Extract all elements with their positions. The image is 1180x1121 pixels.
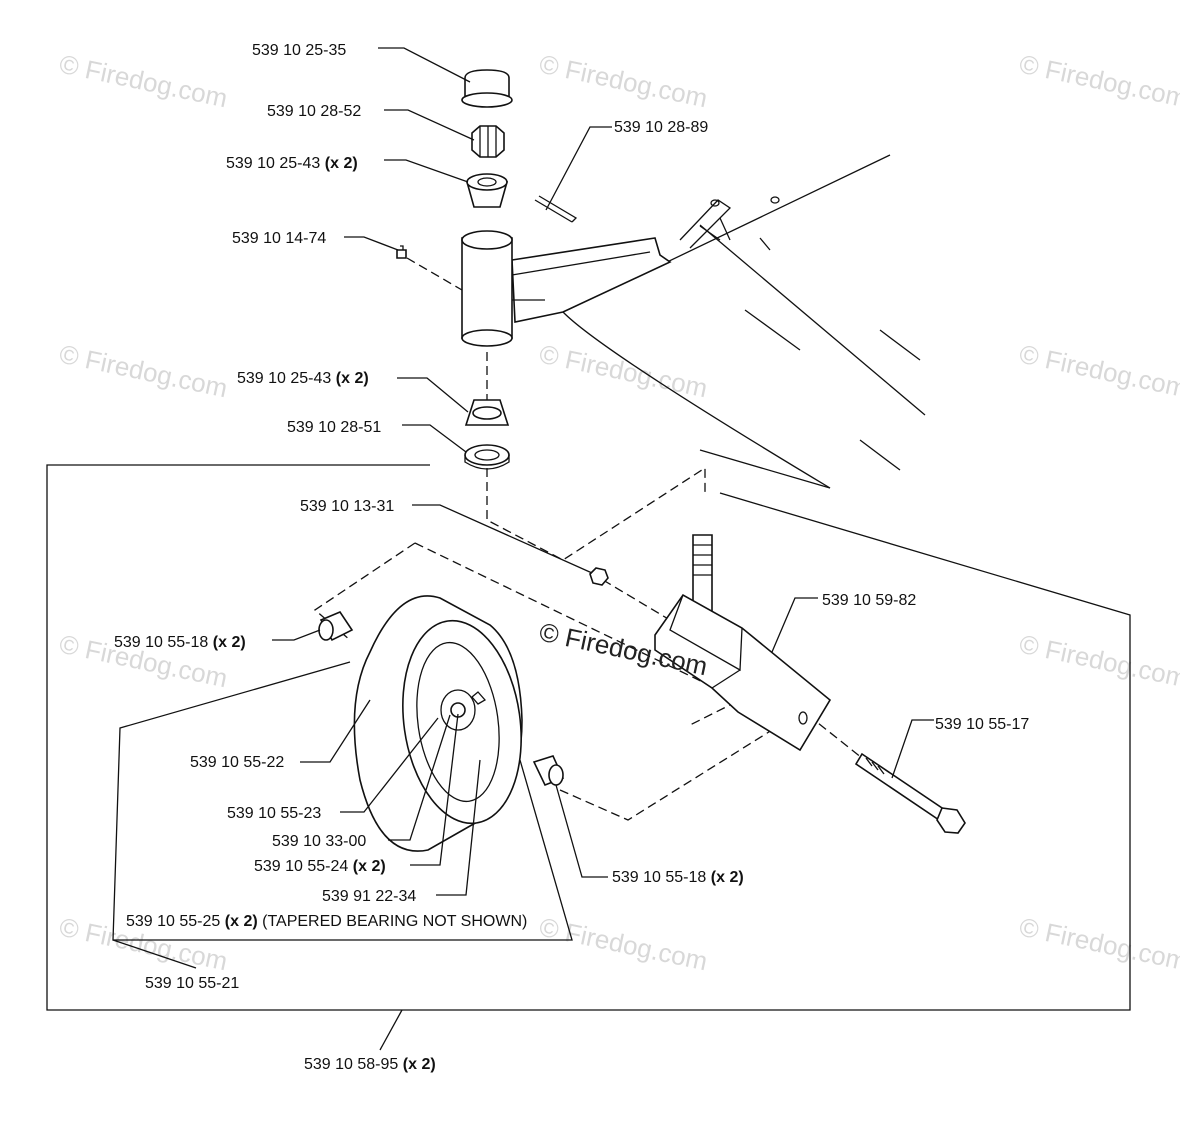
label-tire: 539 10 55-22 [190, 754, 284, 771]
watermark: © Firedog.com [57, 339, 230, 404]
label-rim: 539 10 55-23 [227, 805, 321, 822]
dust-cap [461, 69, 513, 108]
center-lines [313, 257, 863, 821]
label-grease-fitting: 539 10 14-74 [232, 230, 326, 247]
spacer-right [532, 755, 565, 787]
label-cap: 539 10 25-35 [252, 42, 346, 59]
caster-arm [461, 230, 672, 347]
grease-fitting [396, 245, 407, 259]
label-cotter-pin: 539 10 28-89 [614, 119, 708, 136]
assembly-outlines [46, 464, 1131, 1051]
mower-deck [562, 154, 926, 489]
label-wheel-assembly: 539 10 55-21 [145, 975, 239, 992]
label-lower-bearing: 539 10 25-43 (x 2) [237, 370, 369, 387]
spindle-tube [461, 237, 513, 339]
label-caster-assembly: 539 10 58-95 (x 2) [304, 1056, 436, 1073]
lower-bearing [464, 399, 510, 426]
watermark: © Firedog.com [537, 49, 710, 114]
label-upper-bearing: 539 10 25-43 (x 2) [226, 155, 358, 172]
label-tapered-bearing: 539 10 55-25 (x 2) (TAPERED BEARING NOT … [126, 913, 527, 930]
label-locknut: 539 10 13-31 [300, 498, 394, 515]
watermark: © Firedog.com [1017, 339, 1180, 404]
axle-bolt [854, 752, 966, 834]
part-labels: 539 10 25-35 539 10 28-52 539 10 25-43 (… [114, 42, 1029, 1073]
upper-bearing [465, 173, 509, 208]
label-race: 539 10 28-51 [287, 419, 381, 436]
bearing-race [464, 444, 510, 470]
watermark: © Firedog.com [1017, 49, 1180, 114]
leader-lines [272, 47, 934, 896]
caster-fork [654, 534, 832, 752]
cotter-pin [534, 195, 578, 223]
spacer-left [318, 611, 354, 642]
watermark: © Firedog.com [537, 912, 710, 977]
watermark: © Firedog.com [1017, 629, 1180, 694]
label-bolt: 539 10 55-17 [935, 716, 1029, 733]
label-valve: 539 10 33-00 [272, 833, 366, 850]
label-wheel-bearing: 539 10 55-24 (x 2) [254, 858, 386, 875]
watermark: © Firedog.com [57, 49, 230, 114]
locknut [589, 567, 609, 586]
watermark: © Firedog.com [1017, 912, 1180, 977]
wheel [353, 595, 523, 852]
label-castle-nut: 539 10 28-52 [267, 103, 361, 120]
watermarks: © Firedog.com © Firedog.com © Firedog.co… [57, 49, 1180, 977]
label-spacer-right: 539 10 55-18 (x 2) [612, 869, 744, 886]
watermark: © Firedog.com [537, 339, 710, 404]
label-hub: 539 91 22-34 [322, 888, 416, 905]
label-spacer-left: 539 10 55-18 (x 2) [114, 634, 246, 651]
label-fork: 539 10 59-82 [822, 592, 916, 609]
castle-nut [471, 125, 505, 158]
